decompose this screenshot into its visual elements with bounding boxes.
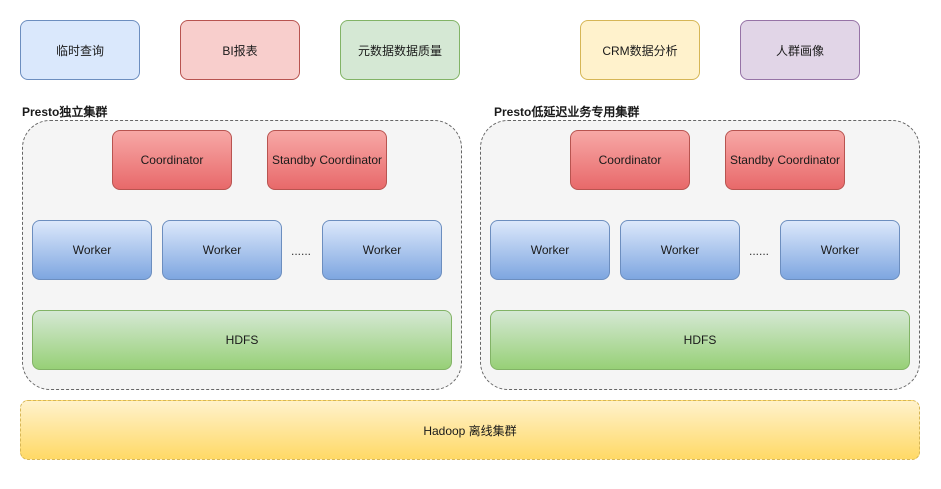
right-hdfs-label: HDFS — [683, 333, 717, 347]
left-worker-1-label: Worker — [72, 243, 112, 257]
user-profile-label: 人群画像 — [775, 43, 824, 58]
right-standby-coordinator-box: Standby Coordinator — [725, 130, 845, 190]
right-cluster-title: Presto低延迟业务专用集群 — [494, 105, 640, 119]
metadata-quality-label: 元数据数据质量 — [357, 43, 442, 58]
hadoop-offline-cluster-label: Hadoop 离线集群 — [423, 423, 517, 438]
left-worker-2-label: Worker — [202, 243, 242, 257]
left-standby-coordinator-box: Standby Coordinator — [267, 130, 387, 190]
left-cluster-title: Presto独立集群 — [22, 105, 108, 119]
right-worker-2-label: Worker — [660, 243, 700, 257]
crm-analysis-box: CRM数据分析 — [580, 20, 700, 80]
left-coordinator-label: Coordinator — [140, 153, 204, 167]
right-coordinator-label: Coordinator — [598, 153, 662, 167]
left-worker-3-label: Worker — [362, 243, 402, 257]
right-standby-coordinator-label: Standby Coordinator — [729, 153, 841, 167]
bi-report-box: BI报表 — [180, 20, 300, 80]
right-worker-1-label: Worker — [530, 243, 570, 257]
left-worker-1-box: Worker — [32, 220, 152, 280]
right-worker-3-box: Worker — [780, 220, 900, 280]
right-coordinator-box: Coordinator — [570, 130, 690, 190]
ad-hoc-query-box: 临时查询 — [20, 20, 140, 80]
left-standby-coordinator-label: Standby Coordinator — [271, 153, 383, 167]
right-worker-1-box: Worker — [490, 220, 610, 280]
right-hdfs-box: HDFS — [490, 310, 910, 370]
right-worker-ellipsis: ...... — [749, 244, 770, 258]
left-hdfs-box: HDFS — [32, 310, 452, 370]
hadoop-offline-cluster-box: Hadoop 离线集群 — [20, 400, 920, 460]
left-worker-ellipsis: ...... — [291, 244, 312, 258]
left-coordinator-box: Coordinator — [112, 130, 232, 190]
left-hdfs-label: HDFS — [225, 333, 259, 347]
left-worker-2-box: Worker — [162, 220, 282, 280]
right-worker-3-label: Worker — [820, 243, 860, 257]
user-profile-box: 人群画像 — [740, 20, 860, 80]
crm-analysis-label: CRM数据分析 — [602, 43, 678, 58]
left-worker-3-box: Worker — [322, 220, 442, 280]
right-worker-2-box: Worker — [620, 220, 740, 280]
bi-report-label: BI报表 — [222, 43, 258, 58]
ad-hoc-query-label: 临时查询 — [55, 43, 104, 58]
metadata-quality-box: 元数据数据质量 — [340, 20, 460, 80]
